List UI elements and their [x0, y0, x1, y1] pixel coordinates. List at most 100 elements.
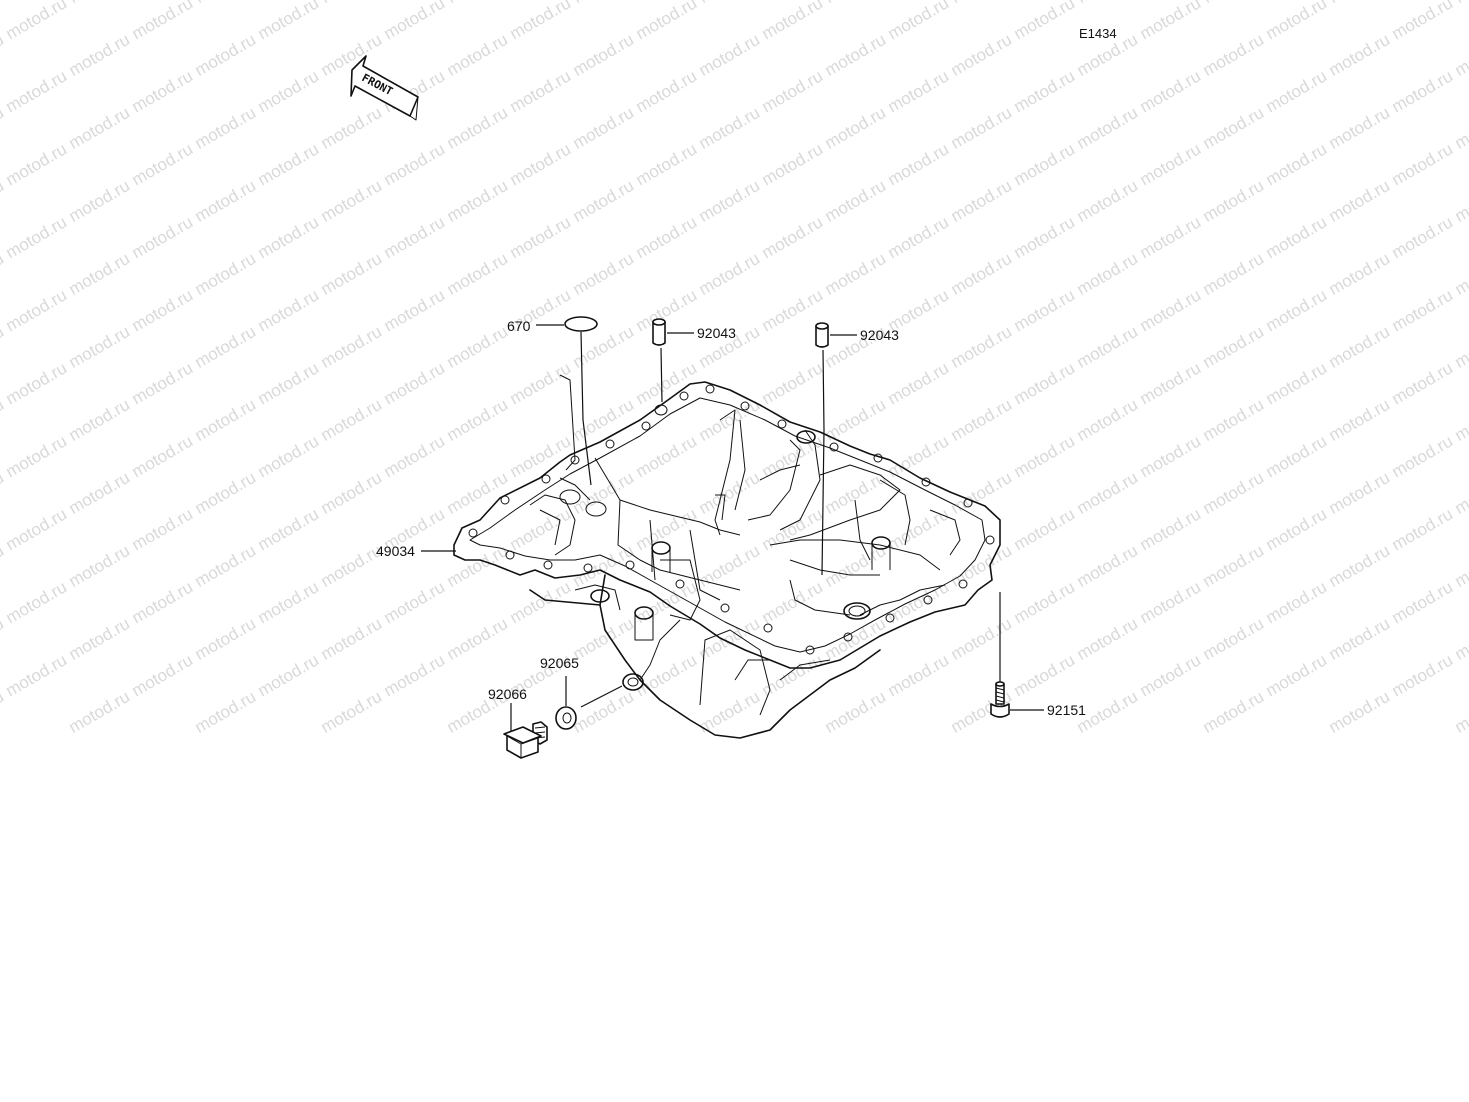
watermark-text: motod.ru [381, 0, 449, 43]
drain-plug-92066 [503, 721, 548, 759]
watermark-text: motod.ru [885, 212, 953, 262]
watermark-text: motod.ru [1011, 650, 1079, 700]
watermark-text: motod.ru [1389, 650, 1457, 700]
watermark-text: motod.ru [507, 0, 575, 43]
watermark-text: motod.ru [1011, 504, 1079, 554]
watermark-text: motod.ru [1263, 358, 1331, 408]
watermark-text: motod.ru [129, 285, 197, 335]
watermark-text: motod.ru [66, 176, 134, 226]
watermark-text: motod.ru [192, 0, 260, 7]
watermark-text: motod.ru [0, 541, 7, 591]
watermark-text: motod.ru [885, 577, 953, 627]
watermark-text: motod.ru [1389, 577, 1457, 627]
watermark-text: motod.ru [1452, 541, 1469, 591]
watermark-text: motod.ru [1200, 0, 1268, 7]
watermark-text: motod.ru [759, 577, 827, 627]
dowel-pin-92043-right [815, 322, 829, 348]
watermark-text: motod.ru [633, 212, 701, 262]
watermark-text: motod.ru [948, 249, 1016, 299]
watermark-text: motod.ru [570, 103, 638, 153]
watermark-text: motod.ru [444, 103, 512, 153]
watermark-text: motod.ru [822, 103, 890, 153]
watermark-text: motod.ru [1263, 0, 1331, 43]
watermark-text: motod.ru [1263, 431, 1331, 481]
watermark-text: motod.ru [1326, 30, 1394, 80]
watermark-text: motod.ru [129, 504, 197, 554]
oil-pan-drawing [453, 374, 1001, 739]
watermark-text: motod.ru [1011, 66, 1079, 116]
watermark-text: motod.ru [381, 358, 449, 408]
watermark-text: motod.ru [759, 66, 827, 116]
watermark-text: motod.ru [0, 30, 7, 80]
watermark-text: motod.ru [1389, 139, 1457, 189]
watermark-text: motod.ru [948, 30, 1016, 80]
watermark-text: motod.ru [948, 614, 1016, 664]
watermark-text: motod.ru [696, 176, 764, 226]
watermark-text: motod.ru [318, 249, 386, 299]
watermark-text: motod.ru [255, 577, 323, 627]
watermark-text: motod.ru [255, 358, 323, 408]
watermark-text: motod.ru [1452, 614, 1469, 664]
watermark-text: motod.ru [1200, 687, 1268, 737]
watermark-text: motod.ru [1011, 139, 1079, 189]
part-label-49034: 49034 [376, 543, 415, 559]
watermark-text: motod.ru [1200, 176, 1268, 226]
watermark-text: motod.ru [192, 249, 260, 299]
watermark-text: motod.ru [759, 504, 827, 554]
watermark-text: motod.ru [1074, 395, 1142, 445]
watermark-text: motod.ru [318, 468, 386, 518]
watermark-text: motod.ru [255, 139, 323, 189]
watermark-text: motod.ru [1263, 212, 1331, 262]
watermark-text: motod.ru [3, 285, 71, 335]
part-label-670: 670 [507, 318, 531, 334]
watermark-text: motod.ru [129, 212, 197, 262]
watermark-text: motod.ru [1011, 212, 1079, 262]
watermark-text: motod.ru [444, 176, 512, 226]
watermark-text: motod.ru [1326, 249, 1394, 299]
watermark-text: motod.ru [1452, 103, 1469, 153]
o-ring-670 [564, 316, 598, 332]
watermark-text: motod.ru [66, 322, 134, 372]
watermark-text: motod.ru [444, 468, 512, 518]
watermark-text: motod.ru [255, 66, 323, 116]
watermark-text: motod.ru [696, 103, 764, 153]
watermark-text: motod.ru [696, 614, 764, 664]
watermark-text: motod.ru [1011, 285, 1079, 335]
watermark-text: motod.ru [381, 212, 449, 262]
watermark-text: motod.ru [318, 103, 386, 153]
watermark-text: motod.ru [1074, 176, 1142, 226]
watermark-text: motod.ru [444, 395, 512, 445]
watermark-text: motod.ru [444, 30, 512, 80]
watermark-text: motod.ru [129, 431, 197, 481]
watermark-text: motod.ru [1011, 577, 1079, 627]
watermark-text: motod.ru [696, 249, 764, 299]
watermark-text: motod.ru [1074, 614, 1142, 664]
watermark-text: motod.ru [3, 358, 71, 408]
watermark-text: motod.ru [1326, 103, 1394, 153]
watermark-text: motod.ru [759, 139, 827, 189]
watermark-text: motod.ru [1011, 431, 1079, 481]
watermark-text: motod.ru [948, 468, 1016, 518]
part-label-92043-right: 92043 [860, 327, 899, 343]
watermark-text: motod.ru [696, 468, 764, 518]
watermark-text: motod.ru [1452, 30, 1469, 80]
watermark-text: motod.ru [1200, 541, 1268, 591]
watermark-text: motod.ru [66, 249, 134, 299]
watermark-text: motod.ru [3, 577, 71, 627]
watermark-text: motod.ru [318, 687, 386, 737]
watermark-text: motod.ru [1074, 249, 1142, 299]
watermark-text: motod.ru [633, 431, 701, 481]
watermark-text: motod.ru [570, 687, 638, 737]
watermark-text: motod.ru [0, 176, 7, 226]
watermark-text: motod.ru [444, 322, 512, 372]
watermark-text: motod.ru [192, 103, 260, 153]
watermark-text: motod.ru [1200, 322, 1268, 372]
watermark-text: motod.ru [318, 0, 386, 7]
watermark-text: motod.ru [318, 395, 386, 445]
watermark-text: motod.ru [66, 468, 134, 518]
watermark-text: motod.ru [1200, 614, 1268, 664]
watermark-text: motod.ru [885, 0, 953, 43]
watermark-text: motod.ru [696, 30, 764, 80]
watermark-text: motod.ru [633, 66, 701, 116]
watermark-text: motod.ru [1200, 395, 1268, 445]
